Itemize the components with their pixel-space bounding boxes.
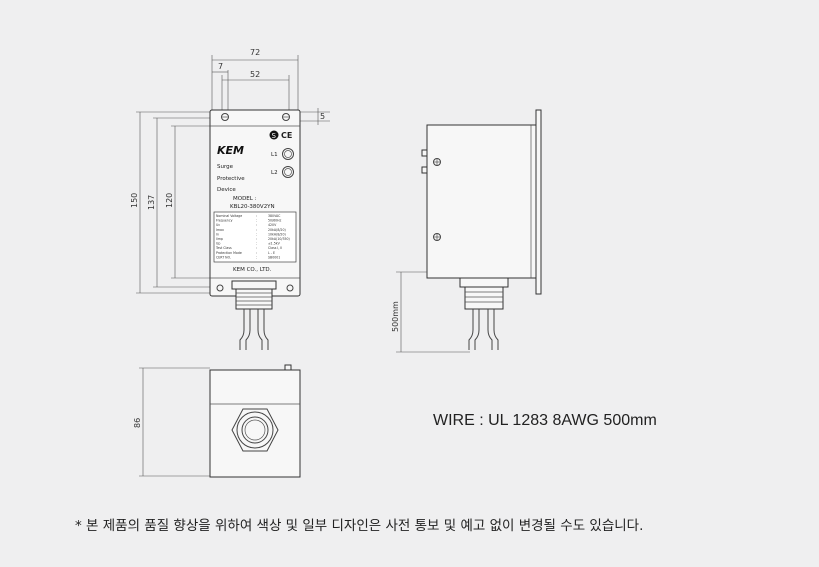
mounting-hole-bottom-left [216,284,224,292]
bolt-upper-icon [433,158,441,166]
spec-row-name: CERT NO. [216,255,231,259]
model-caption: MODEL : [233,196,257,202]
front-view: 72 7 52 5 150 137 120 [130,48,330,350]
label-protective: Protective [217,176,245,182]
spec-row-name: Up [216,242,220,246]
mounting-hole-top-left [221,113,229,121]
spec-row-value: SB0001 [268,255,280,259]
spec-row-value: Class I, II [268,246,282,250]
indicator-l2-label: L2 [271,170,278,176]
cable-gland-side [459,277,509,310]
bottom-view: 86 [133,364,301,478]
spec-row-value: L - E [268,251,275,255]
spec-row-value: 20kA(10/350) [268,237,290,241]
mounting-hole-bottom-right [286,284,294,292]
spec-row-value: 420V [268,223,277,227]
manufacturer-label: KEM CO., LTD. [233,267,272,273]
ce-mark-icon: CE [281,131,292,140]
spec-row-colon: : [256,237,257,241]
svg-text:S: S [272,132,277,140]
dim-label-7: 7 [218,62,223,71]
cert-mark-s-icon: S [269,130,279,140]
spec-row-value: 380VAC [268,214,281,218]
brand-logo: KEM [217,144,244,157]
spec-row-colon: : [256,228,257,232]
indicator-l1-lamp-icon [282,148,294,160]
enclosure-side [426,124,537,279]
spec-row-name: Iimp [216,237,223,241]
spec-row-name: Uc [216,223,220,227]
spec-plate [213,211,297,263]
spec-row-value: ≤1.5kV [268,242,281,246]
bracket-tab-bottom [284,364,292,371]
spec-table: Nominal Voltage: 380VAC Frequency: 50/60HzU… [215,214,290,259]
dim-label-5: 5 [320,112,325,121]
notice-text: * 본 제품의 품질 향상을 위하여 색상 및 일부 디자인은 사전 통보 및 … [75,518,644,534]
spec-row-colon: : [256,223,257,227]
indicator-stub-2 [421,166,428,174]
dim-label-120: 120 [165,193,174,208]
indicator-l2-lamp-icon [282,166,294,178]
spec-row-colon: : [256,246,257,250]
indicator-stub-1 [421,149,428,157]
spec-row-colon: : [256,219,257,223]
dim-label-72: 72 [250,48,260,57]
dim-label-52: 52 [250,70,260,79]
dim-label-137: 137 [147,195,156,210]
enclosure-bottom [209,369,301,478]
wire-spec-text: WIRE : UL 1283 8AWG 500mm [433,412,657,429]
spec-row-colon: : [256,214,257,218]
label-surge: Surge [217,164,234,170]
spec-row-name: Test Class [215,246,232,250]
spec-row-name: Imax [216,228,224,232]
dim-label-500mm: 500mm [391,301,400,332]
bolt-lower-icon [433,233,441,241]
indicator-l1-label: L1 [271,152,278,158]
spec-row-name: In [216,232,219,236]
side-view: 500mm [391,109,542,353]
dim-label-86: 86 [133,418,142,428]
spec-row-value: 50/60Hz [268,219,282,223]
mounting-bracket [535,109,542,295]
label-device: Device [217,187,236,193]
spec-row-name: Protection Mode [216,251,242,255]
cable-gland-front [231,280,277,310]
dim-label-150: 150 [130,193,139,208]
spec-row-colon: : [256,242,257,246]
spec-row-colon: : [256,255,257,259]
spec-row-value: 20kA(8/20) [268,228,286,232]
gland-hex-nut-icon [231,408,279,452]
cable-wires-front [239,309,269,350]
spec-row-name: Nominal Voltage [216,214,242,218]
spec-row-colon: : [256,251,257,255]
mounting-hole-top-right [282,113,290,121]
model-number: KBL20-380V2YN [230,204,275,210]
spec-row-value: 10kA(8/20) [268,232,286,236]
cable-wires-side [468,309,499,350]
spec-row-name: Frequency [216,219,233,223]
spec-row-colon: : [256,232,257,236]
